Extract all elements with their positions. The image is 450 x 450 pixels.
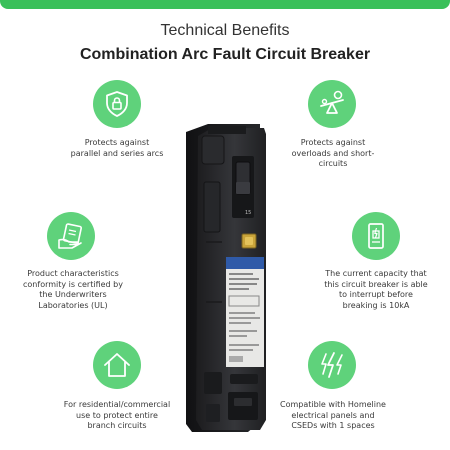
breaker-handle-label: 15 [245, 210, 252, 216]
page-title: Technical Benefits [160, 22, 290, 39]
feature-ul-certified-text: Product characteristics conformity is ce… [23, 269, 123, 310]
circuit-breaker-image [186, 124, 266, 432]
certified-hand-icon [47, 212, 95, 260]
overload-seesaw-icon [308, 80, 356, 128]
feature-compatibility-text: Compatible with Homeline electrical pane… [280, 400, 386, 430]
lightning-icon [308, 341, 356, 389]
current-panel-icon [352, 212, 400, 260]
product-name: Combination Arc Fault Circuit Breaker [79, 46, 371, 63]
top-accent-bar [0, 0, 450, 9]
feature-arc-protection-text: Protects against parallel and series arc… [70, 138, 164, 158]
shield-lock-icon [93, 80, 141, 128]
feature-residential-use-text: For residential/commercial use to protec… [63, 400, 171, 430]
house-icon [93, 341, 141, 389]
feature-current-capacity-text: The current capacity that this circuit b… [324, 269, 428, 310]
feature-overload-text: Protects against overloads and short- ci… [291, 138, 375, 168]
